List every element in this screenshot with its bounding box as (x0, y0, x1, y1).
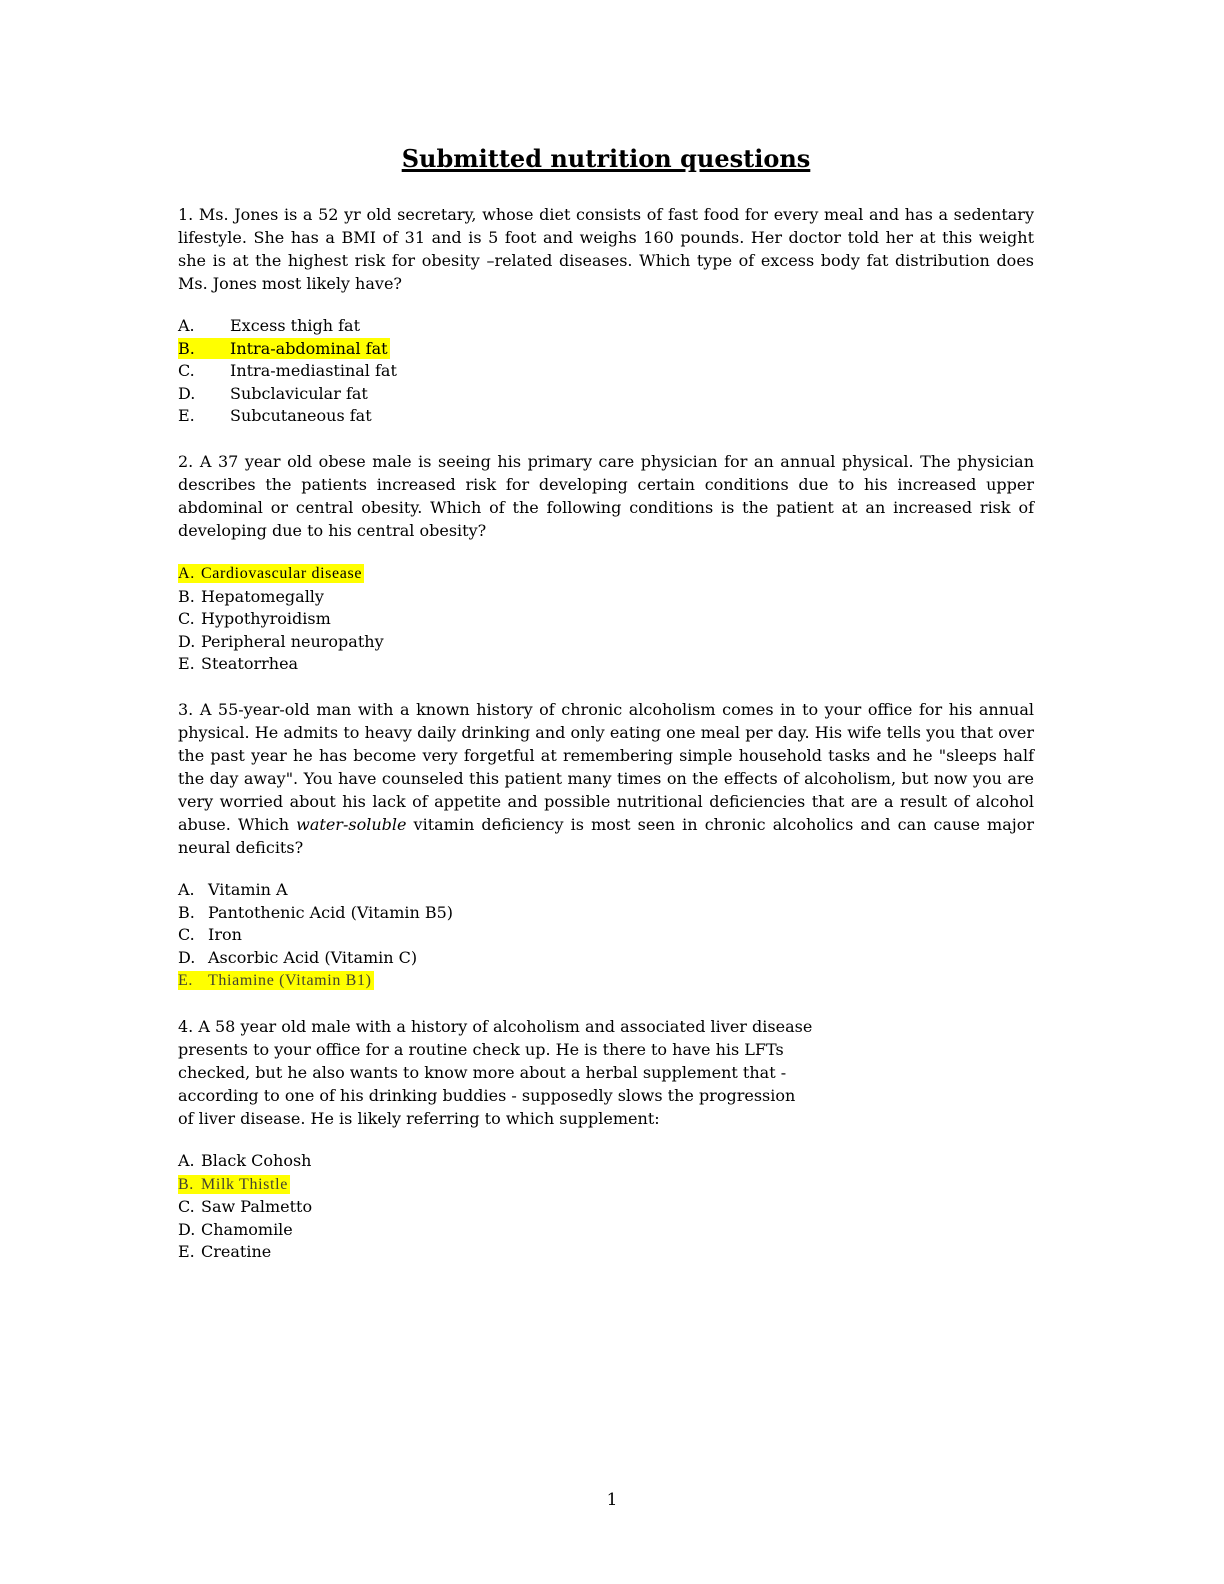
option-letter: D. (178, 1219, 196, 1239)
option-letter: C. (178, 1197, 195, 1217)
page-number: 1 (606, 1490, 618, 1510)
answer-option: B. Pantothenic Acid (Vitamin B5) (178, 902, 1034, 925)
question-3-text-after: vitamin deficiency is most seen in chron… (178, 814, 1035, 857)
option-text: Subclavicular fat (230, 383, 368, 403)
answer-option: C. Iron (178, 924, 1034, 947)
option-text: Ascorbic Acid (Vitamin C) (208, 947, 418, 967)
option-letter: D. (178, 947, 196, 967)
option-letter: E. (178, 972, 194, 990)
question-4-text: 4. A 58 year old male with a history of … (178, 1016, 813, 1128)
answer-option: C. Saw Palmetto (178, 1196, 1034, 1219)
answer-option: A. Black Cohosh (178, 1150, 1034, 1173)
question-3-text-before: 3. A 55-year-old man with a known histor… (178, 699, 1034, 834)
option-text: Peripheral neuropathy (201, 631, 384, 651)
answer-option: D. Subclavicular fat (178, 383, 1034, 406)
option-letter: A. (178, 1150, 195, 1170)
option-letter: C. (178, 361, 195, 381)
option-text: Hepatomegally (201, 586, 324, 606)
question-3-text: 3. A 55-year-old man with a known histor… (178, 698, 1034, 859)
option-letter: A. (178, 879, 195, 899)
option-text: Milk Thistle (201, 1175, 288, 1193)
answer-option: E. Steatorrhea (178, 653, 1034, 676)
option-letter: C. (178, 925, 195, 945)
option-letter: E. (178, 406, 195, 426)
option-letter: B. (178, 338, 195, 358)
answer-option: B. Hepatomegally (178, 586, 1034, 609)
option-text: Black Cohosh (201, 1150, 312, 1170)
question-1: 1. Ms. Jones is a 52 yr old secretary, w… (178, 203, 1034, 428)
answer-option-highlighted: B. Milk Thistle (178, 1173, 1034, 1197)
option-text: Chamomile (201, 1219, 293, 1239)
option-text: Cardiovascular disease (201, 564, 363, 582)
option-text: Excess thigh fat (230, 316, 361, 335)
question-1-options: A. Excess thigh fat B. Intra-abdominal fat… (178, 315, 1034, 428)
option-letter: E. (178, 1242, 195, 1262)
question-2-options: A. Cardiovascular disease B. Hepatomegally… (178, 562, 1034, 676)
answer-option: C. Intra-mediastinal fat (178, 360, 1034, 383)
option-text: Intra-mediastinal fat (230, 361, 397, 381)
option-letter: B. (178, 1175, 194, 1193)
answer-option: C. Hypothyroidism (178, 608, 1034, 631)
option-text: Iron (208, 925, 242, 945)
answer-option: D. Ascorbic Acid (Vitamin C) (178, 947, 1034, 970)
option-letter: D. (178, 631, 196, 651)
option-text: Vitamin A (208, 879, 288, 899)
answer-option: D.Peripheral neuropathy (178, 631, 1034, 654)
option-text: Hypothyroidism (201, 609, 331, 629)
option-letter: E. (178, 654, 195, 674)
option-letter: A. (178, 564, 195, 582)
answer-option-highlighted: B. Intra-abdominal fat (178, 337, 1034, 361)
question-3-emphasis: water-soluble (296, 814, 407, 834)
option-letter: B. (178, 902, 195, 922)
option-text: Saw Palmetto (201, 1197, 313, 1217)
question-1-text: 1. Ms. Jones is a 52 yr old secretary, w… (178, 205, 1034, 293)
question-3-options: A. Vitamin A B. Pantothenic Acid (Vitamin … (178, 879, 1034, 993)
question-2: 2. A 37 year old obese male is seeing hi… (178, 450, 1034, 676)
answer-option-highlighted: E. Thiamine (Vitamin B1) (178, 969, 1034, 993)
option-text: Pantothenic Acid (Vitamin B5) (208, 902, 454, 922)
option-text: Creatine (201, 1242, 272, 1262)
document-title: Submitted nutrition questions (401, 144, 811, 173)
question-4-options: A. Black Cohosh B. Milk Thistle C. Saw Palm… (178, 1150, 1034, 1264)
answer-option: A. Excess thigh fat (178, 315, 1034, 338)
question-3: 3. A 55-year-old man with a known histor… (178, 698, 1034, 993)
option-letter: C. (178, 609, 195, 629)
option-text: Thiamine (Vitamin B1) (208, 972, 372, 990)
document-page: Submitted nutrition questions 1. Ms. Jon… (178, 0, 1034, 1264)
answer-option: E. Creatine (178, 1241, 1034, 1264)
answer-option: E. Subcutaneous fat (178, 405, 1034, 428)
option-text: Steatorrhea (201, 654, 299, 674)
question-2-text: 2. A 37 year old obese male is seeing hi… (178, 451, 1034, 540)
option-text: Subcutaneous fat (230, 406, 372, 426)
option-text: Intra-abdominal fat (230, 338, 388, 358)
answer-option-highlighted: A. Cardiovascular disease (178, 562, 1034, 586)
answer-option: D.Chamomile (178, 1219, 1034, 1242)
option-letter: A. (178, 316, 195, 335)
option-letter: B. (178, 586, 195, 606)
option-letter: D. (178, 383, 196, 403)
question-4: 4. A 58 year old male with a history of … (178, 1015, 1034, 1264)
answer-option: A. Vitamin A (178, 879, 1034, 902)
